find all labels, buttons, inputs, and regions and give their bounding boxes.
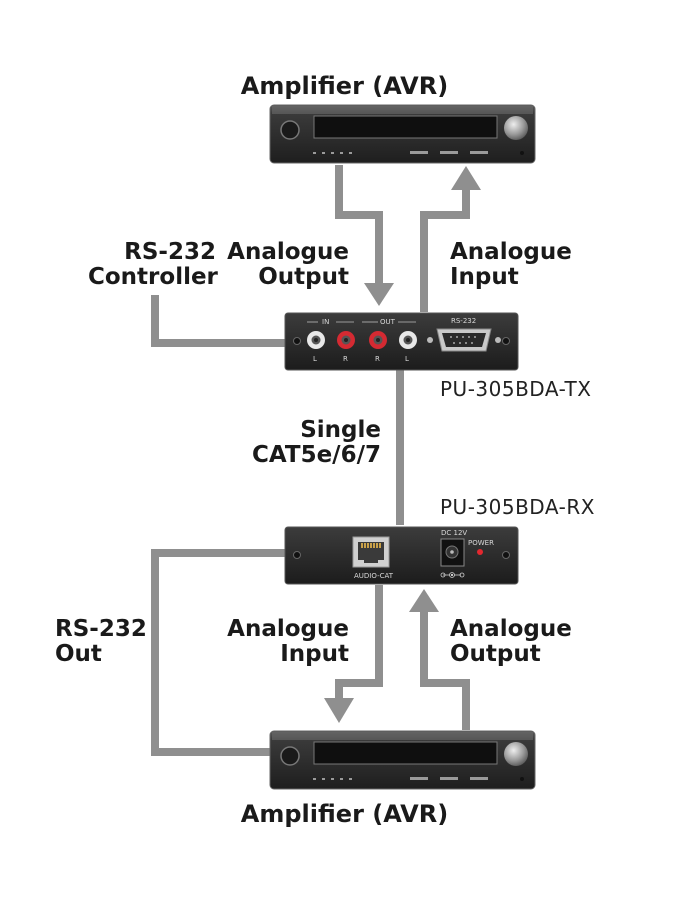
bottom-amplifier — [269, 730, 536, 790]
arrow-up-top-amp — [451, 166, 481, 190]
power-button-icon — [280, 120, 300, 140]
bottom-amplifier-title: Amplifier (AVR) — [240, 800, 449, 828]
cable-rs232-controller — [151, 295, 285, 347]
cable-bottom-analogue-input — [335, 585, 383, 700]
tx-l-label-1: L — [313, 355, 317, 363]
rx-power-label: POWER — [468, 539, 494, 547]
tx-model-label: PU-305BDA-TX — [440, 377, 592, 401]
tx-l-label-2: L — [405, 355, 409, 363]
rca-jack-in-r-icon — [337, 331, 355, 349]
rca-jack-out-l-icon — [399, 331, 417, 349]
analogue-input-top-label: Analogue Input — [450, 239, 572, 290]
rca-jack-out-r-icon — [369, 331, 387, 349]
top-amplifier — [269, 104, 536, 164]
arrowheads — [324, 166, 481, 723]
rj45-port-icon — [352, 536, 390, 568]
rca-jack-in-l-icon — [307, 331, 325, 349]
rs232-controller-label: RS-232 Controller — [88, 239, 218, 290]
analogue-input-bottom-label: Analogue Input — [227, 616, 349, 667]
tx-out-label: OUT — [380, 318, 396, 326]
dc-jack-icon — [440, 538, 465, 567]
top-amplifier-title: Amplifier (AVR) — [240, 72, 449, 100]
polarity-symbol-icon — [440, 572, 465, 578]
tx-r-label-1: R — [343, 355, 348, 363]
rx-dc-label: DC 12V — [441, 529, 467, 537]
tx-rs232-label: RS-232 — [451, 317, 476, 325]
volume-knob-icon — [504, 116, 528, 140]
power-button-icon — [280, 746, 300, 766]
display-window — [313, 741, 498, 765]
rx-model-label: PU-305BDA-RX — [440, 495, 595, 519]
cable-top-analogue-output — [335, 165, 383, 285]
arrow-down-bottom-amp — [324, 698, 354, 723]
arrow-down-tx — [364, 283, 394, 306]
display-window — [313, 115, 498, 139]
tx-device: IN OUT RS-232 L R R L — [284, 312, 519, 371]
rs232-out-label: RS-232 Out — [55, 616, 147, 667]
tx-r-label-2: R — [375, 355, 380, 363]
rx-device: AUDIO-CAT DC 12V POWER — [284, 526, 519, 585]
volume-knob-icon — [504, 742, 528, 766]
power-led-icon — [477, 549, 483, 555]
cables — [151, 165, 470, 756]
arrow-up-rx — [409, 589, 439, 612]
tx-in-label: IN — [322, 318, 329, 326]
cable-rs232-out — [151, 549, 288, 756]
db9-port-icon — [427, 328, 501, 352]
analogue-output-top-label: Analogue Output — [227, 239, 349, 290]
cable-top-analogue-input — [420, 185, 470, 312]
rx-audio-cat-label: AUDIO-CAT — [354, 572, 394, 580]
single-cat-label: Single CAT5e/6/7 — [252, 417, 381, 468]
analogue-output-bottom-label: Analogue Output — [450, 616, 572, 667]
cable-bottom-analogue-output — [420, 612, 470, 730]
